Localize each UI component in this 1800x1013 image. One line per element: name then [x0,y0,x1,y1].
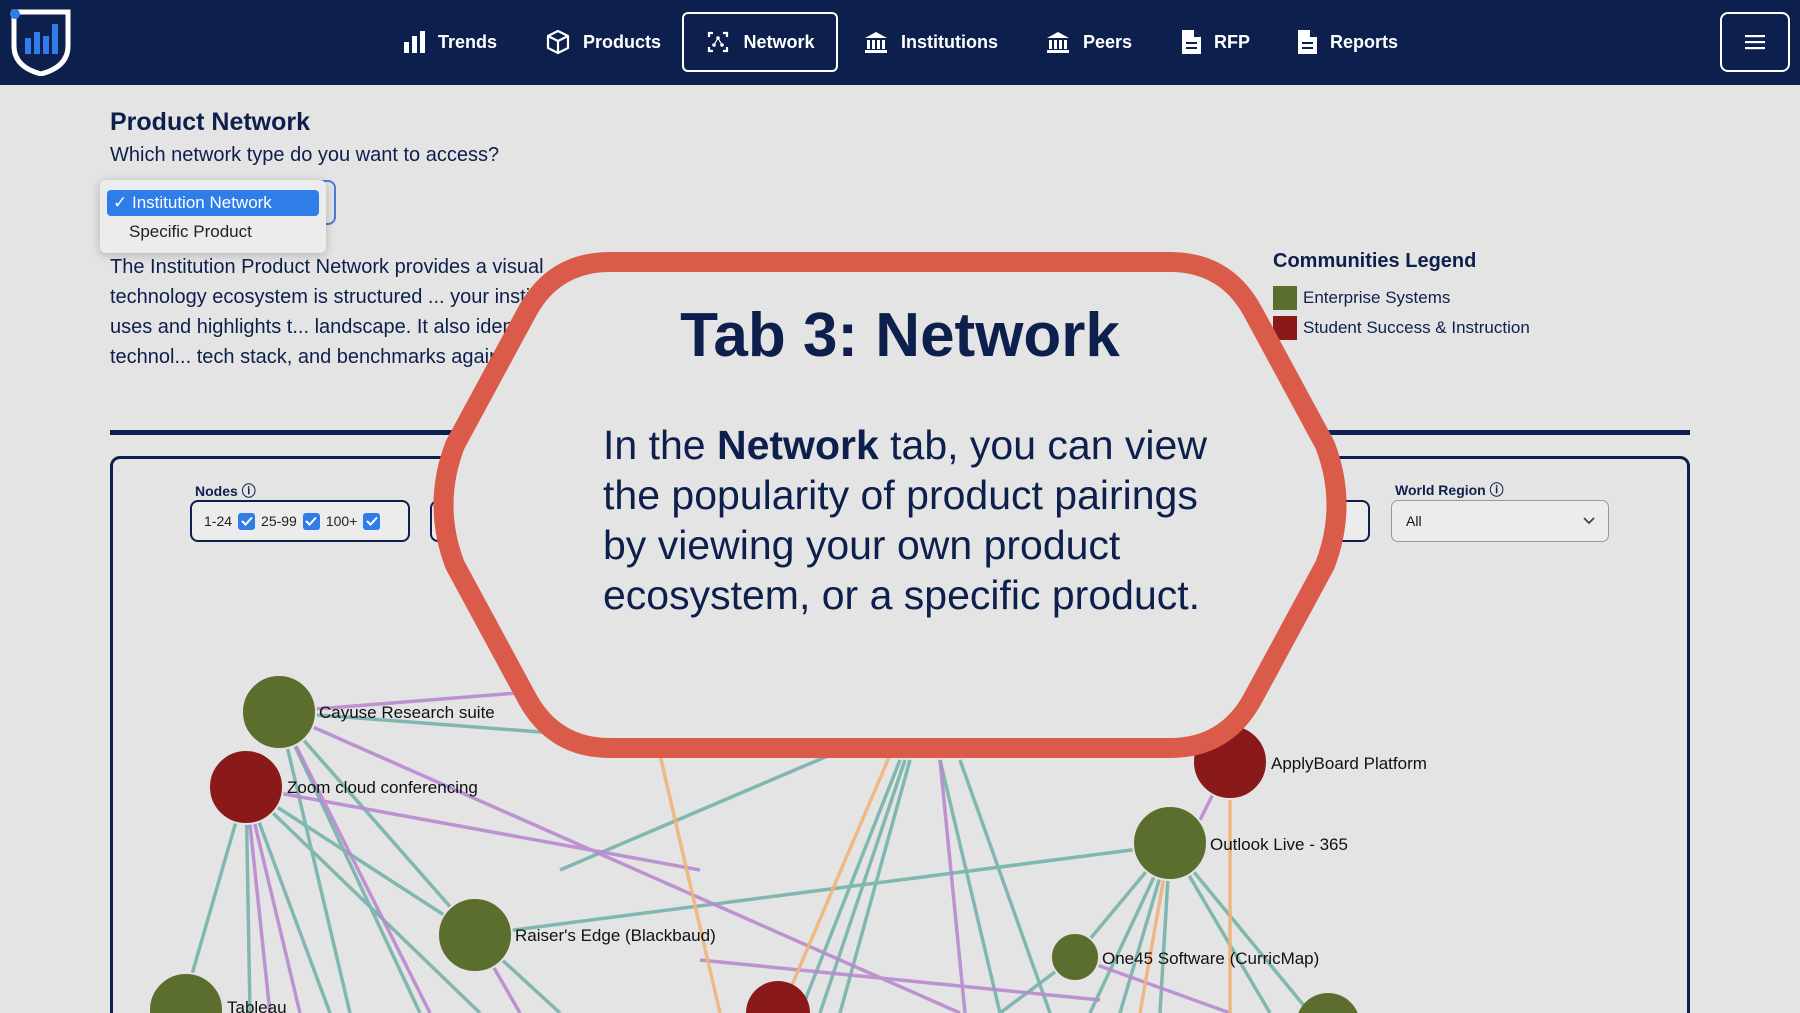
network-node[interactable]: Cayuse Research suite [241,674,495,750]
network-edge [1074,955,1231,1013]
page-title: Product Network [110,108,311,136]
node-label: One45 Software (CurricMap) [1102,949,1319,968]
checkbox-1-24[interactable] [238,512,256,530]
nav-tab-label: Peers [1083,31,1133,52]
nav-tab-peers[interactable]: Peers [1045,12,1132,72]
top-nav-bar: Trends Products Network Institutions Pee… [0,0,1800,85]
network-edge [838,759,912,1013]
checkmark-icon [366,516,378,526]
checkmark-icon [305,516,318,526]
network-edge [277,711,352,1013]
nav-tab-network[interactable]: Network [682,12,838,72]
checkbox-100-plus[interactable] [363,512,381,530]
document-icon [1182,30,1201,54]
network-edge [277,711,432,1013]
dropdown-option-institution-network[interactable]: ✓ Institution Network [107,190,319,216]
institution-icon [1047,32,1069,53]
network-edge [244,786,302,1013]
nav-tab-products[interactable]: Products [545,12,661,72]
node-label: Tableau [227,998,287,1013]
network-edge [244,785,482,1013]
check-icon: ✓ [113,193,132,212]
hamburger-icon [1745,35,1765,50]
nav-tab-trends[interactable]: Trends [402,12,497,72]
network-edge [699,958,1101,1002]
network-edge [244,786,332,1013]
network-edge [658,754,722,1013]
network-type-dropdown[interactable]: ✓ Institution Network Specific Product [100,180,326,253]
nodes-filter: 1-24 25-99 100+ [190,500,410,542]
network-node[interactable]: ApplyBoard Platform [1192,724,1427,800]
network-edge [938,759,967,1013]
main-nav: Trends Products Network Institutions Pee… [0,12,1800,72]
network-edge [474,843,1171,937]
nav-tab-label: Products [583,31,662,52]
checkbox-25-99[interactable] [302,512,320,530]
nav-tab-reports[interactable]: Reports [1296,12,1398,72]
institution-icon [865,32,887,53]
info-icon[interactable]: ⓘ [241,483,256,499]
node-label: Raiser's Edge (Blackbaud) [515,926,716,945]
nav-tab-rfp[interactable]: RFP [1180,12,1250,72]
network-edge [278,710,961,1013]
checkmark-icon [240,516,253,526]
world-region-label: World Region ⓘ [1395,482,1504,498]
network-edge [958,759,1052,1013]
network-node[interactable]: Outlook Live - 365 [1132,805,1348,881]
network-type-question: Which network type do you want to access… [110,144,500,166]
nav-tab-label: RFP [1214,31,1250,52]
nav-tab-institutions[interactable]: Institutions [863,12,998,72]
info-icon[interactable]: ⓘ [1489,482,1504,498]
dropdown-option-specific-product[interactable]: Specific Product [129,222,252,241]
box-icon [546,29,570,55]
bar-chart-icon [404,31,425,53]
network-edge [245,785,476,937]
nav-tab-label: Network [743,31,815,52]
nodes-filter-label: Nodes ⓘ [195,483,256,499]
nav-tab-label: Trends [438,31,498,52]
node-label: Outlook Live - 365 [1210,835,1348,854]
node-label: Zoom cloud conferencing [287,778,478,797]
chevron-down-icon [1583,517,1595,525]
network-node[interactable]: Tableau [148,972,287,1013]
node-label: ApplyBoard Platform [1271,754,1427,773]
document-icon [1298,30,1317,54]
network-edge [778,754,892,1013]
network-node[interactable]: One45 Software (CurricMap) [1050,932,1319,982]
app-logo-icon[interactable] [10,8,72,76]
nav-tab-label: Reports [1330,31,1399,52]
network-node-partial[interactable] [746,981,810,1013]
menu-button[interactable] [1720,12,1790,72]
network-edge [818,759,907,1013]
node-label: Cayuse Research suite [319,703,495,722]
nav-tab-label: Institutions [901,31,998,52]
network-edge [938,759,1002,1013]
network-icon [708,31,729,53]
world-region-select[interactable]: All [1391,500,1609,542]
network-edge [559,753,831,872]
network-node[interactable]: Zoom cloud conferencing [208,749,478,825]
network-node-partial[interactable] [1296,993,1360,1013]
network-node[interactable]: Raiser's Edge (Blackbaud) [437,897,716,973]
network-edge [277,710,477,937]
